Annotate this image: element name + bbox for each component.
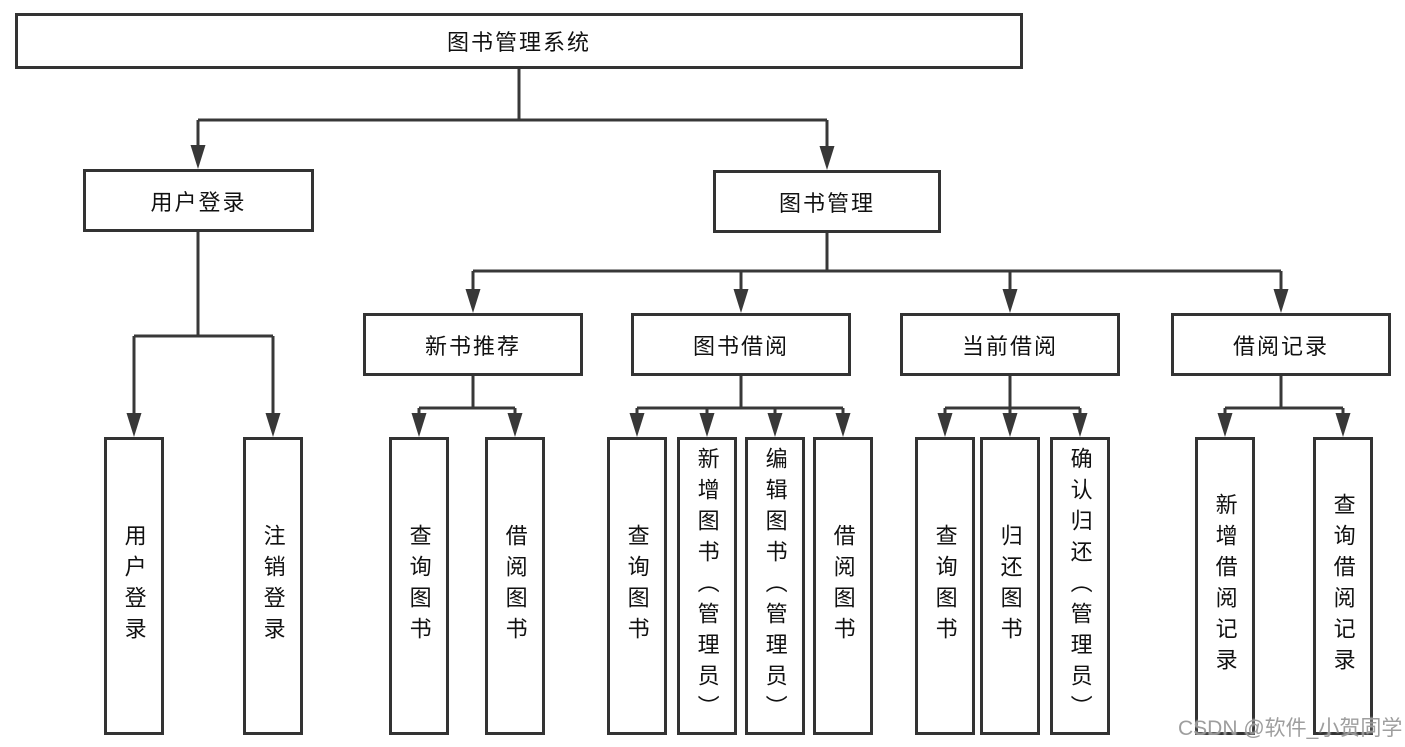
node-label: 借阅图书 (502, 524, 528, 648)
node-query-books-recommend: 查询图书 (389, 437, 449, 735)
node-borrow-books-leaf: 借阅图书 (813, 437, 873, 735)
node-user-login: 用户登录 (83, 169, 314, 232)
node-label: 新增图书（管理员） (694, 446, 720, 726)
arrowheads (126, 145, 1351, 437)
node-add-book-admin: 新增图书（管理员） (677, 437, 737, 735)
node-label: 注销登录 (260, 524, 286, 648)
node-label: 归还图书 (997, 524, 1023, 648)
node-label: 用户登录 (121, 524, 147, 648)
node-add-borrow-record: 新增借阅记录 (1195, 437, 1255, 735)
node-label: 新增借阅记录 (1212, 493, 1238, 679)
node-borrow-records: 借阅记录 (1171, 313, 1391, 376)
node-edit-book-admin: 编辑图书（管理员） (745, 437, 805, 735)
node-label: 查询借阅记录 (1330, 493, 1356, 679)
node-query-books-borrow: 查询图书 (607, 437, 667, 735)
node-label: 查询图书 (406, 524, 432, 648)
node-book-borrow: 图书借阅 (631, 313, 851, 376)
csdn-watermark: CSDN @软件_小贺同学 (1178, 717, 1403, 740)
node-label: 查询图书 (624, 524, 650, 648)
node-borrow-books-recommend: 借阅图书 (485, 437, 545, 735)
node-new-book-recommend: 新书推荐 (363, 313, 583, 376)
node-confirm-return-admin: 确认归还（管理员） (1050, 437, 1110, 735)
node-book-management: 图书管理 (713, 170, 941, 233)
node-current-borrow: 当前借阅 (900, 313, 1120, 376)
node-logout-leaf: 注销登录 (243, 437, 303, 735)
node-query-borrow-record: 查询借阅记录 (1313, 437, 1373, 735)
node-label: 编辑图书（管理员） (762, 446, 788, 726)
node-label: 查询图书 (932, 524, 958, 648)
node-label: 借阅图书 (830, 524, 856, 648)
node-query-books-current: 查询图书 (915, 437, 975, 735)
node-label: 确认归还（管理员） (1067, 446, 1093, 726)
node-return-books: 归还图书 (980, 437, 1040, 735)
node-library-system: 图书管理系统 (15, 13, 1023, 69)
node-user-login-leaf: 用户登录 (104, 437, 164, 735)
